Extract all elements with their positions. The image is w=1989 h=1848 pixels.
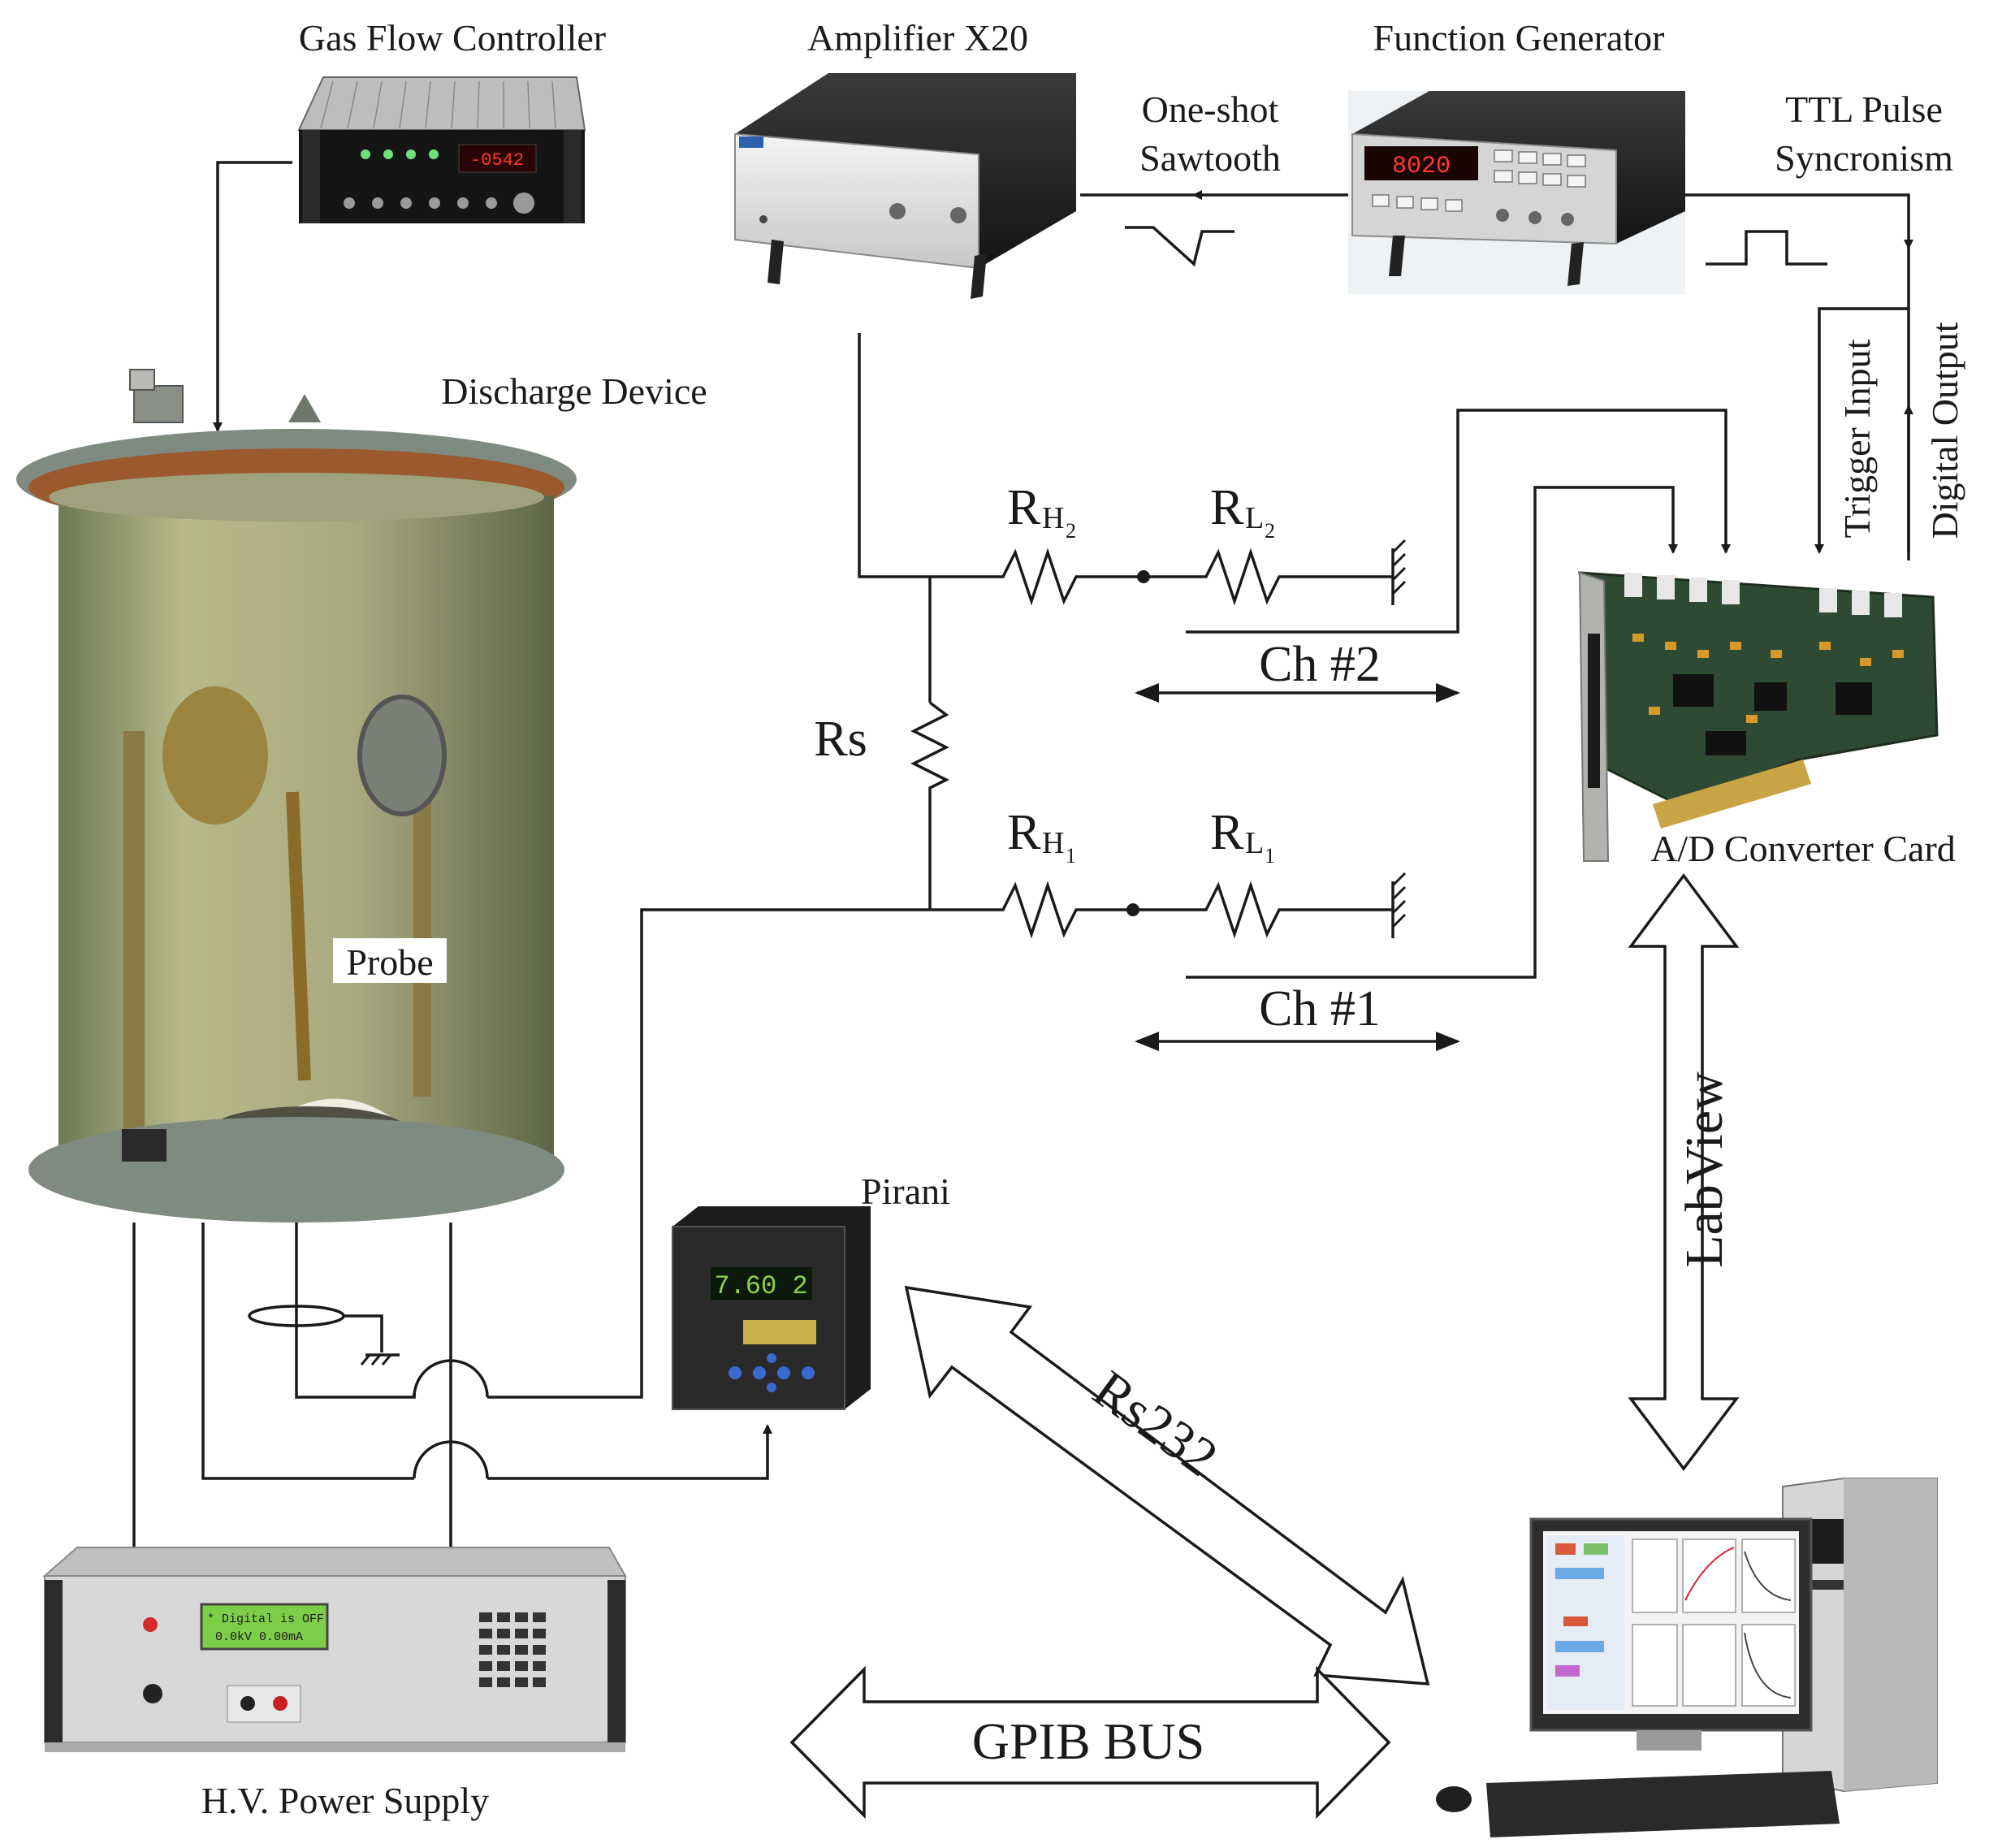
rl2-l: L xyxy=(1245,501,1264,535)
ch2-label: Ch #2 xyxy=(1259,637,1381,692)
pirani-readout: 7.60 2 xyxy=(714,1271,807,1301)
labview-arrow xyxy=(1628,873,1740,1471)
function-generator: 8020 xyxy=(1348,91,1685,294)
function-gen-readout: 8020 xyxy=(1392,153,1451,180)
resistor-rl1-label: R L 1 xyxy=(1210,805,1275,868)
pirani-gauge: 7.60 2 xyxy=(672,1206,871,1410)
pirani-label: Pirani xyxy=(861,1171,950,1212)
wiring xyxy=(132,161,1913,1547)
rh2-sub: 2 xyxy=(1066,519,1076,543)
sawtooth-label: Sawtooth xyxy=(1139,137,1281,179)
gpib-arrow xyxy=(789,1665,1391,1820)
gas-flow-controller-label: Gas Flow Controller xyxy=(299,17,606,58)
amplifier-label: Amplifier X20 xyxy=(807,17,1028,58)
sawtooth-symbol xyxy=(1125,226,1234,267)
hv-power-supply-label: H.V. Power Supply xyxy=(201,1780,489,1821)
discharge-device xyxy=(16,369,577,1223)
rl2-sub: 2 xyxy=(1265,519,1275,543)
ttl-pulse-label: TTL Pulse xyxy=(1785,89,1943,130)
resistor-rh2-label: R H 2 xyxy=(1007,480,1076,543)
rh2-r: R xyxy=(1007,480,1041,535)
rs232-arrow xyxy=(904,1285,1430,1686)
bus-arrows xyxy=(789,873,1740,1820)
resistor-rh1-label: R H 1 xyxy=(1007,805,1076,868)
discharge-device-label: Discharge Device xyxy=(441,370,707,412)
ad-converter-card xyxy=(1578,571,1939,862)
probe-label-box xyxy=(333,938,447,983)
rl1-l: L xyxy=(1245,826,1264,860)
rl1-sub: 1 xyxy=(1265,844,1275,868)
labview-label: LabView xyxy=(1675,1071,1734,1268)
resistor-rl2-label: R L 2 xyxy=(1210,480,1275,543)
hv-display-line1: * Digital is OFF xyxy=(207,1612,324,1626)
probe-label: Probe xyxy=(346,941,433,983)
hv-display-line2: 0.0kV 0.00mA xyxy=(215,1630,303,1644)
syncronism-label: Syncronism xyxy=(1775,137,1953,179)
hv-power-supply: * Digital is OFF 0.0kV 0.00mA xyxy=(42,1547,627,1752)
gas-flow-readout: -0542 xyxy=(470,150,524,171)
ch1-label: Ch #1 xyxy=(1259,981,1381,1037)
rl2-r: R xyxy=(1210,480,1244,535)
gas-flow-controller: -0542 xyxy=(297,76,586,223)
function-generator-label: Function Generator xyxy=(1373,17,1665,58)
rs-label: Rs xyxy=(814,712,867,767)
rh1-h: H xyxy=(1042,826,1064,860)
rh1-r: R xyxy=(1007,805,1041,860)
computer xyxy=(1436,1478,1938,1837)
one-shot-label: One-shot xyxy=(1142,89,1279,130)
rh1-sub: 1 xyxy=(1066,844,1076,868)
trigger-input-label: Trigger Input xyxy=(1836,339,1878,538)
rl1-r: R xyxy=(1210,805,1244,860)
rh2-h: H xyxy=(1042,501,1064,535)
amplifier xyxy=(734,73,1076,299)
digital-output-label: Digital Output xyxy=(1924,322,1965,539)
ad-card-label: A/D Converter Card xyxy=(1650,828,1956,869)
pulse-symbol xyxy=(1706,230,1827,266)
gpib-label: GPIB BUS xyxy=(972,1712,1204,1770)
